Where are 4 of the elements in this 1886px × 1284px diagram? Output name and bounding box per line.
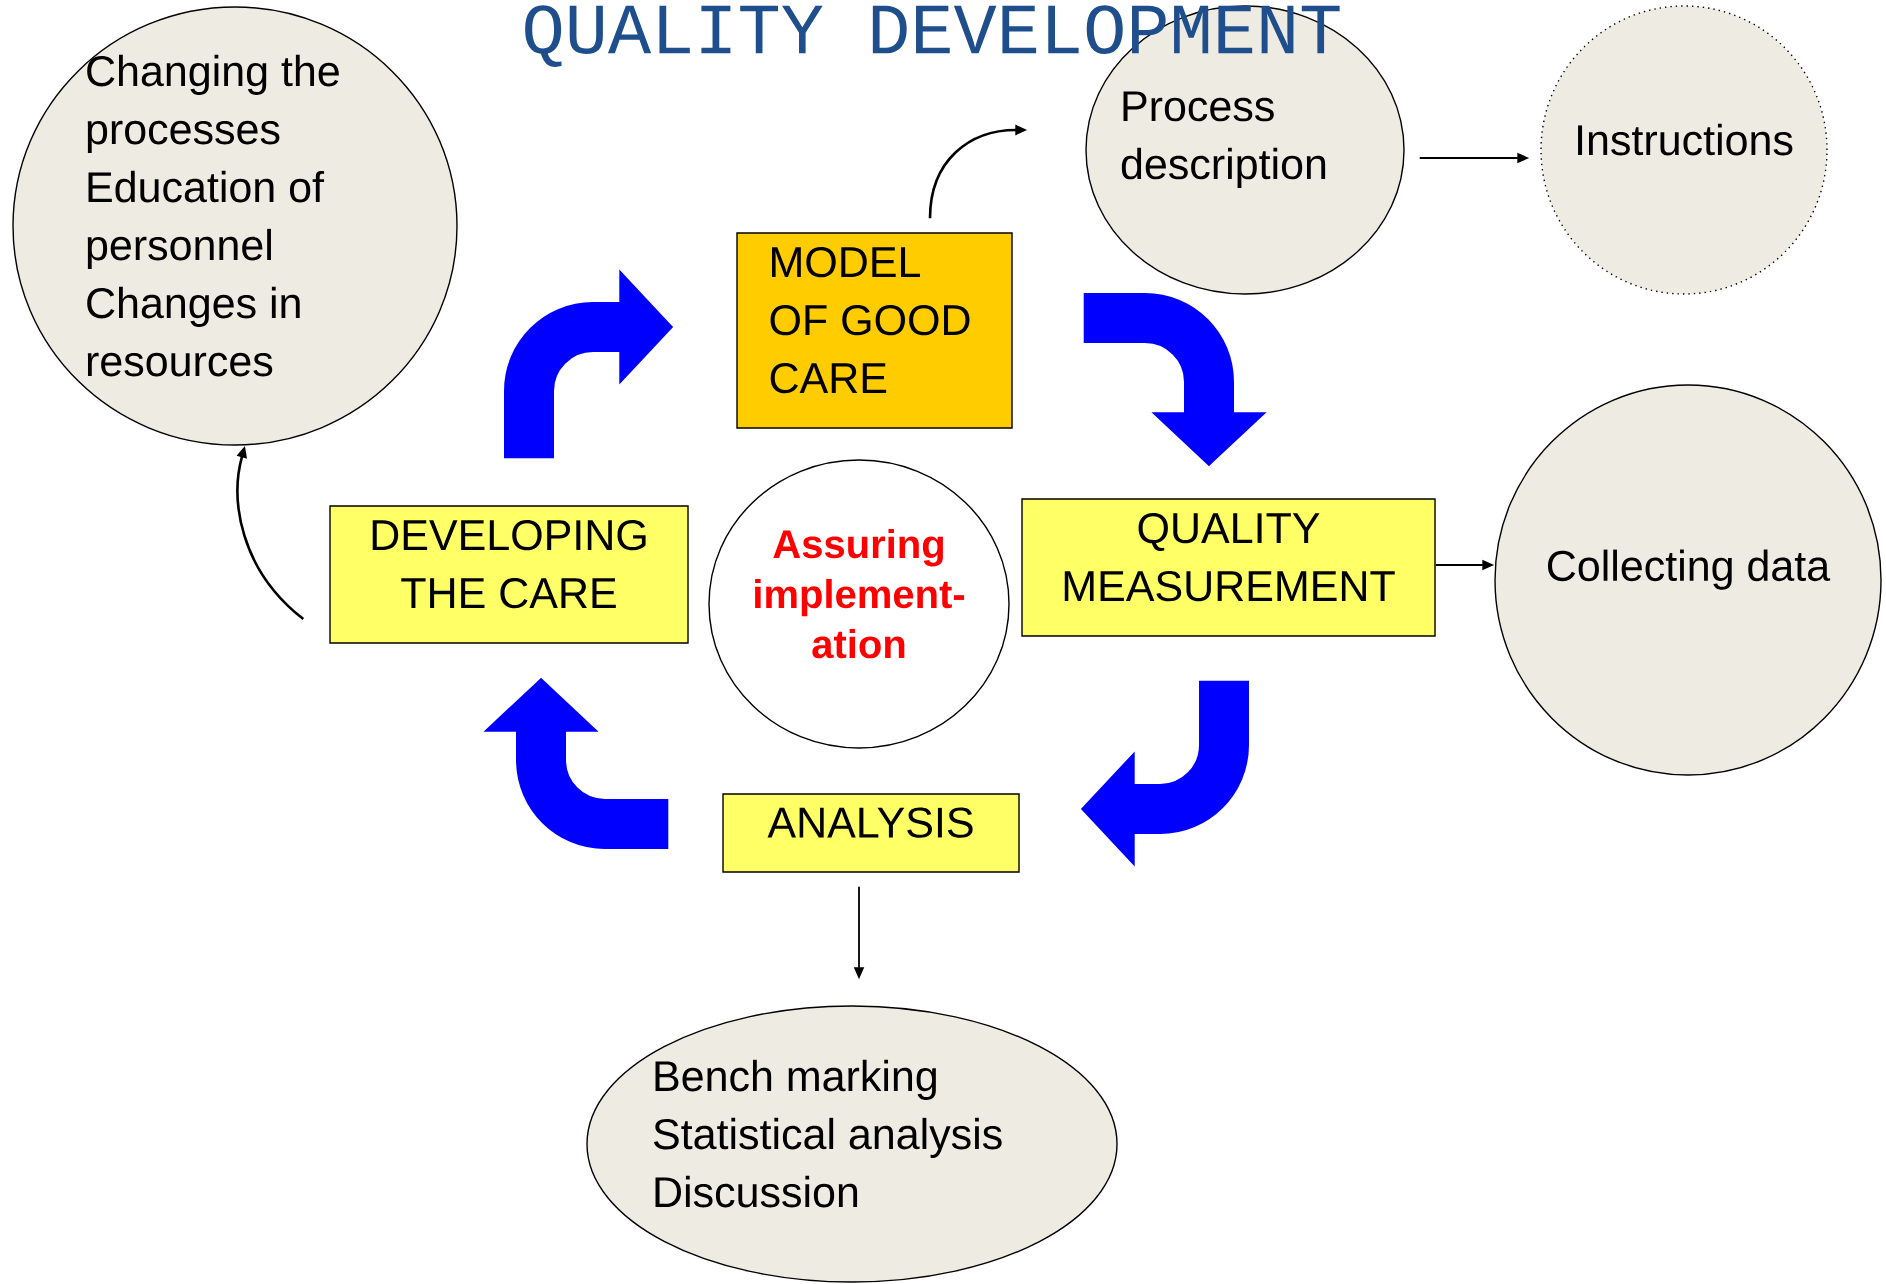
step-box: QUALITY MEASUREMENT [1021, 498, 1436, 637]
step-box: DEVELOPING THE CARE [329, 505, 689, 644]
step-box: MODEL OF GOOD CARE [736, 232, 1013, 429]
step-box: ANALYSIS [722, 793, 1020, 873]
